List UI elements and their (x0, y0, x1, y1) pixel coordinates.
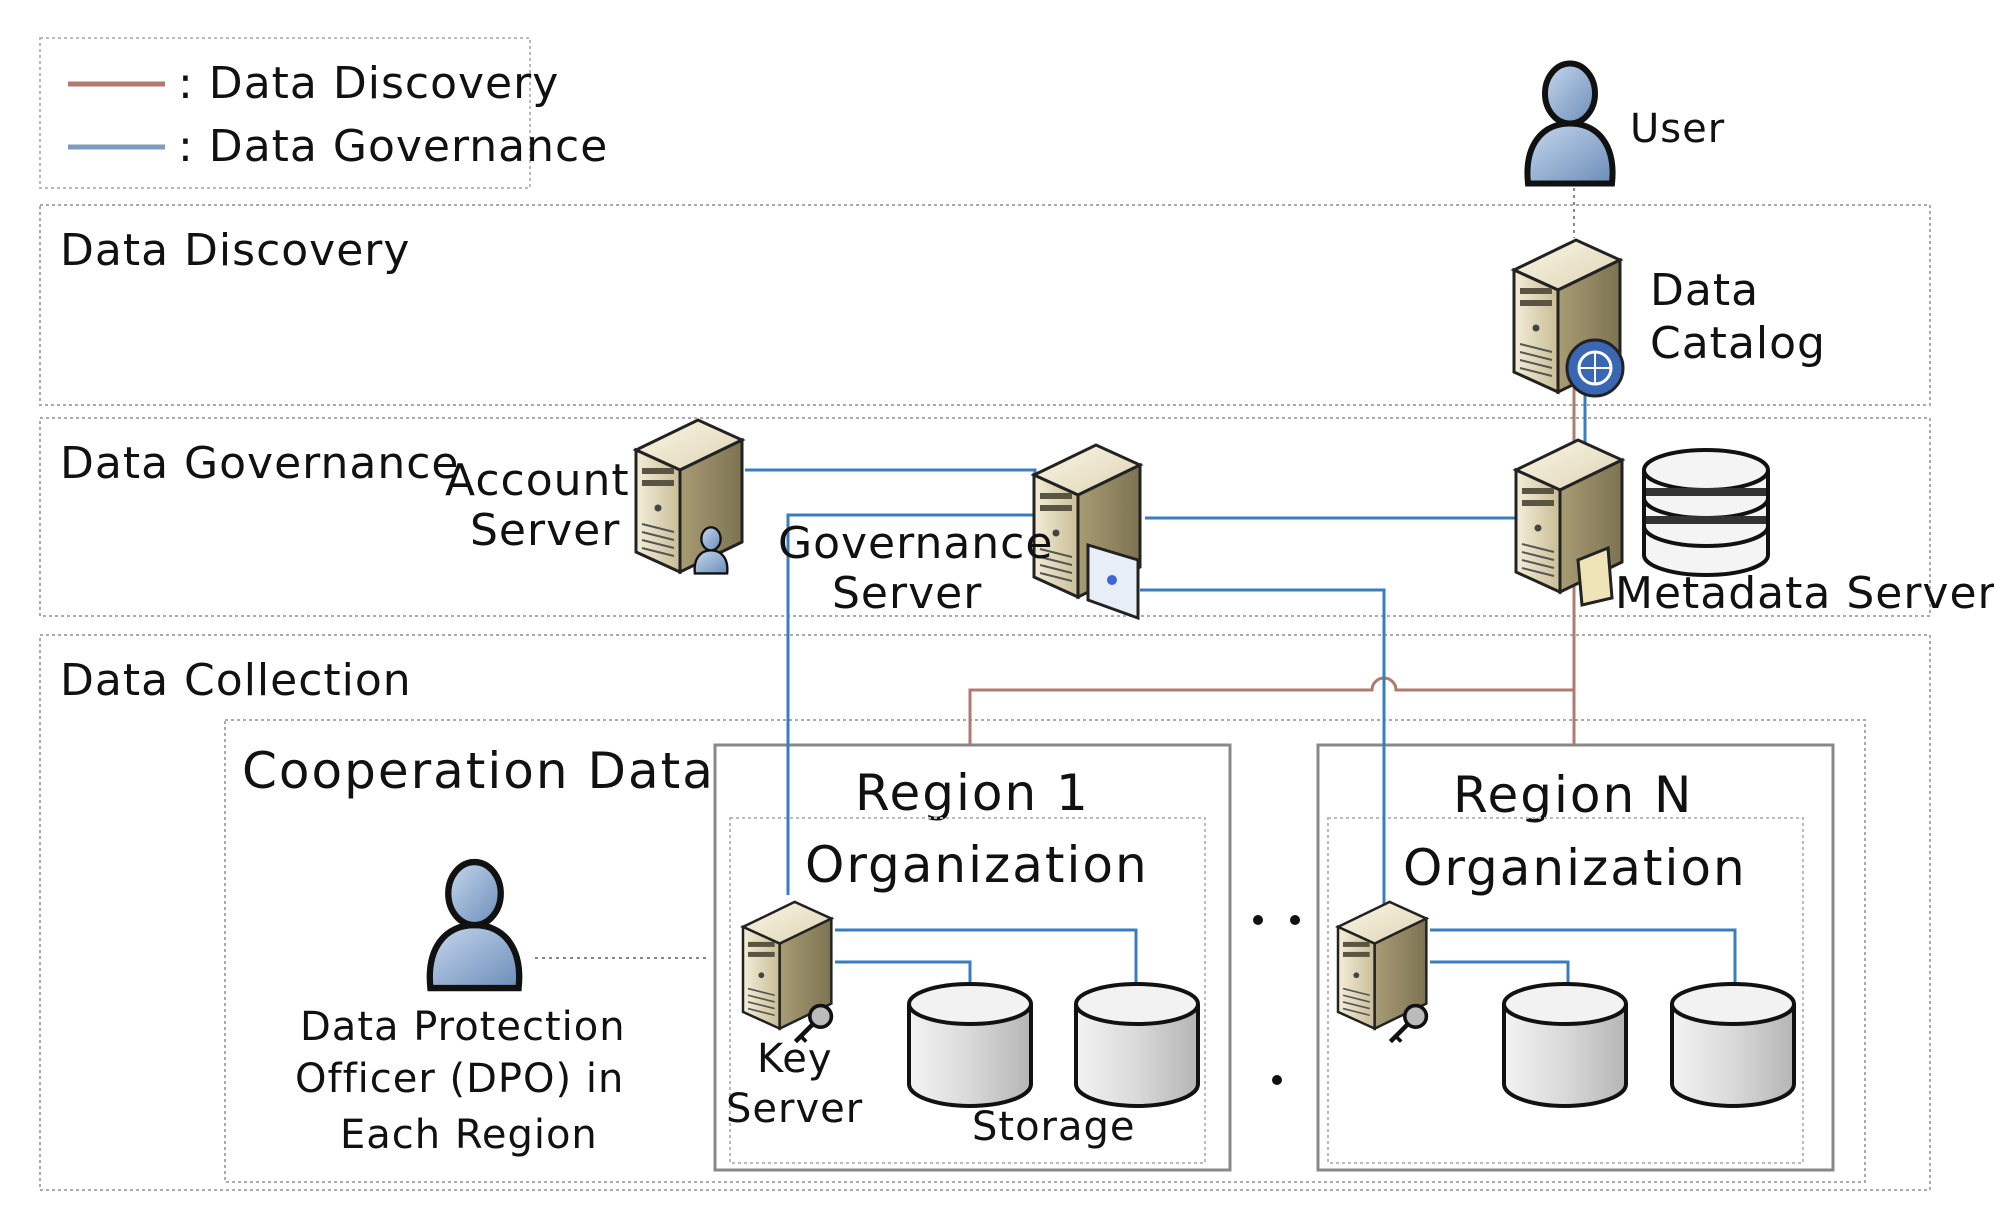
storage-icon (1074, 982, 1200, 1108)
dpo-node: Data Protection Officer (DPO) in Each Re… (295, 862, 626, 1158)
region-1-organization-title: Organization (805, 836, 1149, 894)
cooperation-data-box: Cooperation Data (224, 719, 1866, 1183)
legend: : Data Discovery : Data Governance (39, 37, 608, 189)
data-catalog-label-line2: Catalog (1650, 318, 1826, 369)
region-1-title: Region 1 (855, 764, 1090, 822)
layer-data-discovery: Data Discovery (39, 204, 1931, 406)
layer-discovery-title: Data Discovery (60, 225, 410, 276)
data-catalog-node: Data Catalog (1512, 238, 1826, 398)
storage-label: Storage (972, 1104, 1136, 1150)
region-1-storage-2 (1074, 982, 1200, 1108)
region-1-storage-1 (907, 982, 1033, 1108)
database-icon (1642, 448, 1770, 577)
document-icon (1576, 545, 1614, 607)
user-label: User (1630, 106, 1725, 152)
region-n-organization-title: Organization (1403, 839, 1747, 897)
dpo-label-line1: Data Protection (300, 1004, 626, 1050)
connections-dotted (535, 188, 1575, 959)
layer-data-collection: Data Collection (39, 634, 1931, 1191)
dpo-label-line2: Officer (DPO) in (295, 1056, 624, 1102)
server-icon (634, 418, 744, 574)
storage-icon (1670, 982, 1796, 1108)
governance-server-node: Governance Server (778, 443, 1142, 621)
region-n-box: Region N Organization (1316, 743, 1835, 1172)
key-server-label-line1: Key (757, 1036, 833, 1082)
layer-data-governance: Data Governance (39, 417, 1931, 617)
metadata-server-label: Metadata Server (1615, 568, 1994, 619)
user-node: User (1527, 64, 1725, 184)
region-n-storage-1 (1502, 982, 1628, 1108)
dpo-label-line3: Each Region (340, 1112, 598, 1158)
connections-governance (745, 380, 1737, 985)
storage-icon (1502, 982, 1628, 1108)
globe-icon (1565, 338, 1625, 398)
key-server-label-line2: Server (726, 1086, 863, 1132)
account-server-label-line2: Server (470, 505, 620, 556)
storage-icon (907, 982, 1033, 1108)
legend-governance-label: : Data Governance (178, 121, 608, 172)
account-server-node: Account Server (445, 418, 744, 575)
card-icon (1086, 542, 1140, 621)
governance-server-label-line1: Governance (778, 518, 1053, 569)
user-icon (1527, 64, 1612, 184)
account-server-label-line1: Account (445, 455, 630, 506)
layer-collection-title: Data Collection (60, 655, 412, 706)
ellipsis (1253, 915, 1300, 1085)
data-catalog-label-line1: Data (1650, 265, 1759, 316)
dpo-user-icon (430, 862, 519, 988)
legend-discovery-label: : Data Discovery (178, 58, 559, 109)
governance-server-label-line2: Server (832, 568, 982, 619)
region-n-title: Region N (1453, 766, 1693, 824)
region-n-storage-2 (1670, 982, 1796, 1108)
region-n-key-server-node (1336, 900, 1426, 1042)
region-1-box: Region 1 Organization (713, 743, 1232, 1172)
cooperation-data-title: Cooperation Data (242, 742, 715, 800)
region-1-key-server-node: Key Server (726, 900, 863, 1132)
layer-governance-title: Data Governance (60, 438, 459, 489)
metadata-server-node: Metadata Server (1514, 438, 1994, 619)
